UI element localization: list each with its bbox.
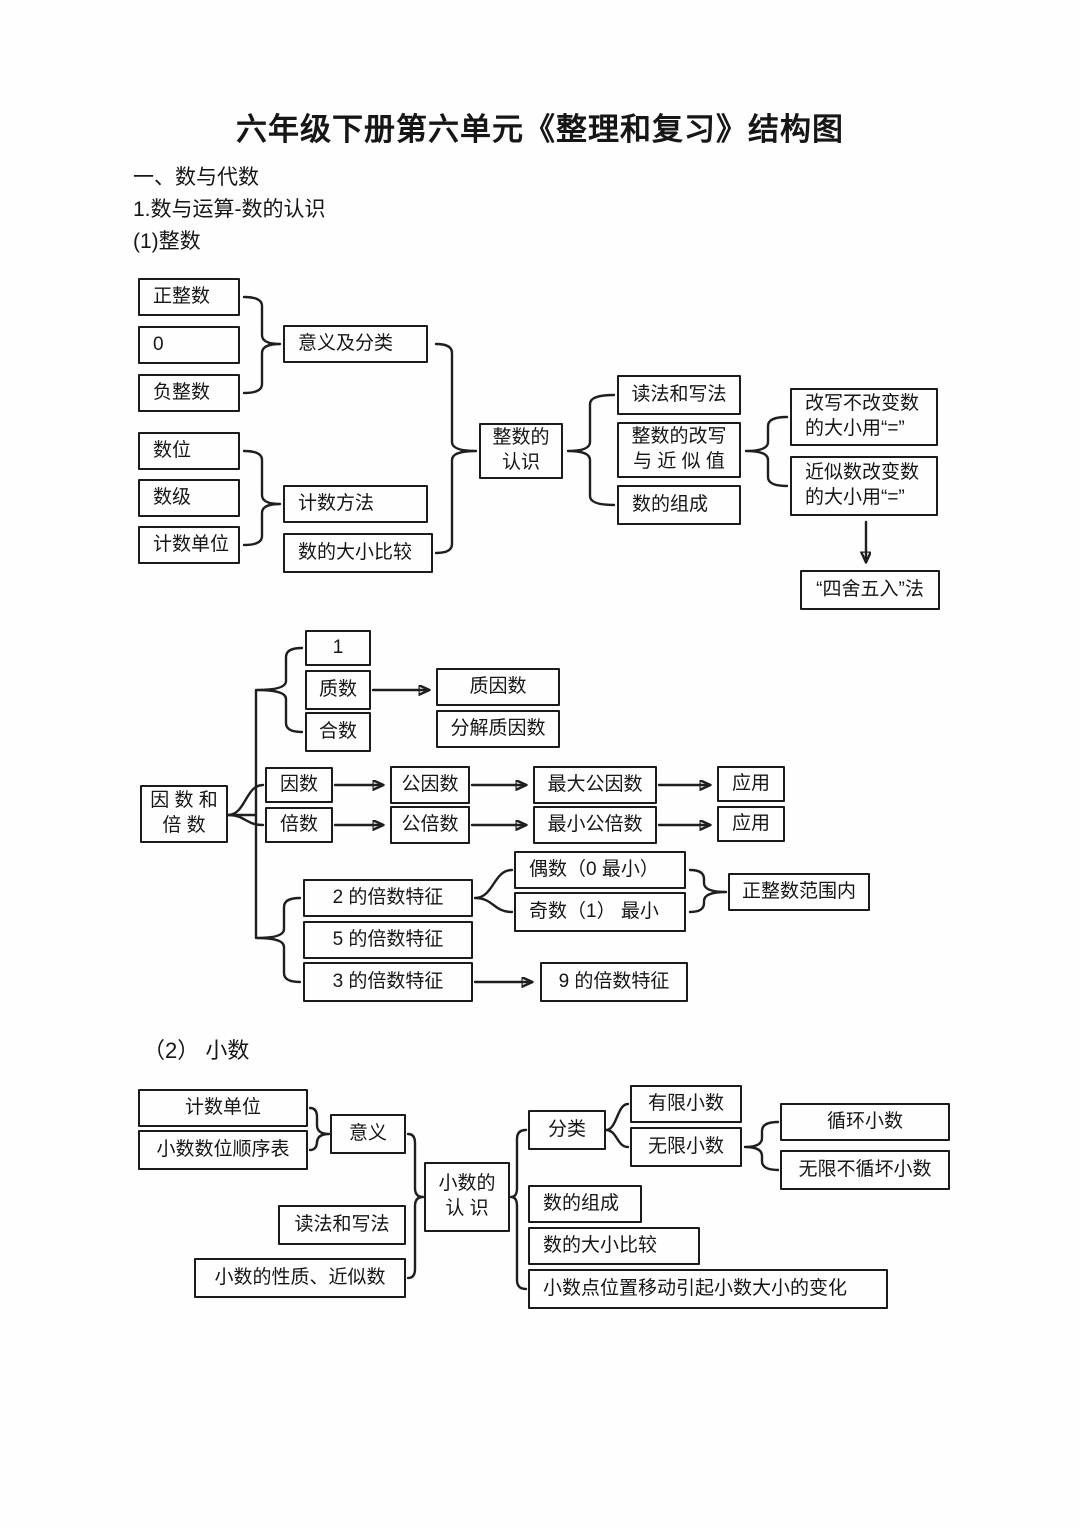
node-decimal-property: 小数的性质、近似数 bbox=[194, 1258, 406, 1298]
node-composite: 合数 bbox=[305, 712, 371, 752]
node-decimal-meaning: 意义 bbox=[330, 1114, 406, 1154]
node-positive-integer: 正整数 bbox=[138, 278, 240, 316]
node-apply-lcm: 应用 bbox=[717, 806, 785, 842]
node-counting-unit: 计数单位 bbox=[138, 526, 240, 564]
heading-number-operations: 1.数与运算-数的认识 bbox=[133, 198, 326, 221]
node-common-factor: 公因数 bbox=[390, 766, 470, 804]
node-number-size-compare: 数的大小比较 bbox=[283, 533, 433, 573]
node-feature-of-2: 2 的倍数特征 bbox=[303, 879, 473, 917]
node-prime: 质数 bbox=[305, 670, 371, 710]
node-counting-method: 计数方法 bbox=[283, 485, 428, 523]
node-digit-position: 数位 bbox=[138, 432, 240, 470]
node-negative-integer: 负整数 bbox=[138, 374, 240, 412]
node-integer-recognition: 整数的 认识 bbox=[479, 423, 563, 479]
brace-one-prime-composite bbox=[255, 646, 304, 734]
node-positive-range: 正整数范围内 bbox=[728, 873, 870, 911]
node-non-repeating-decimal: 无限不循坏小数 bbox=[780, 1150, 950, 1190]
brace-rewrite-approx-out bbox=[744, 415, 789, 488]
node-factor: 因数 bbox=[265, 767, 333, 803]
node-decimal-recognition: 小数的 认 识 bbox=[424, 1162, 510, 1232]
node-classification: 分类 bbox=[528, 1110, 606, 1150]
brace-decimal-recognition-out bbox=[509, 1128, 528, 1291]
node-infinite-decimal: 无限小数 bbox=[630, 1127, 742, 1167]
node-reading-writing: 读法和写法 bbox=[617, 375, 741, 415]
page-title: 六年级下册第六单元《整理和复习》结构图 bbox=[236, 112, 844, 147]
node-multiple: 倍数 bbox=[265, 807, 333, 843]
node-meaning-classification: 意义及分类 bbox=[283, 325, 428, 363]
node-common-multiple: 公倍数 bbox=[390, 806, 470, 844]
node-repeating-decimal: 循环小数 bbox=[780, 1103, 950, 1141]
node-even: 偶数（0 最小） bbox=[514, 851, 686, 889]
node-factor-and-multiple: 因 数 和 倍 数 bbox=[140, 785, 228, 843]
node-decimal-counting-unit: 计数单位 bbox=[138, 1089, 308, 1127]
node-rewrite-equal: 改写不改变数 的大小用“=” bbox=[790, 388, 938, 446]
brace-integer-recognition-out bbox=[566, 393, 616, 507]
node-rounding-method: “四舍五入”法 bbox=[800, 570, 940, 610]
brace-to-decimal-meaning bbox=[308, 1106, 331, 1152]
node-decimal-order-table: 小数数位顺序表 bbox=[138, 1130, 308, 1170]
brace-to-decimal-recognition bbox=[406, 1132, 425, 1280]
node-zero: 0 bbox=[138, 326, 240, 364]
node-decimal-point-move: 小数点位置移动引起小数大小的变化 bbox=[528, 1269, 888, 1309]
node-decimal-reading-writing: 读法和写法 bbox=[278, 1205, 406, 1245]
heading-integers: (1)整数 bbox=[133, 230, 201, 253]
fork-even-odd bbox=[473, 868, 514, 914]
brace-to-positive-range bbox=[688, 868, 728, 914]
node-rewrite-approx: 整数的改写 与 近 似 值 bbox=[617, 422, 741, 478]
heading-decimals: （2） 小数 bbox=[143, 1038, 250, 1063]
brace-multiple-features bbox=[255, 896, 302, 984]
brace-to-meaning-classification bbox=[242, 295, 282, 395]
brace-infinite-decimal-out bbox=[743, 1120, 780, 1172]
node-digit-level: 数级 bbox=[138, 479, 240, 517]
node-decimal-composition: 数的组成 bbox=[528, 1185, 642, 1223]
node-least-common-multiple: 最小公倍数 bbox=[533, 806, 657, 844]
brace-to-integer-recognition bbox=[434, 342, 478, 555]
node-apply-gcf: 应用 bbox=[717, 766, 785, 802]
node-feature-of-5: 5 的倍数特征 bbox=[303, 921, 473, 959]
brace-to-counting-method bbox=[242, 449, 282, 547]
node-prime-factorization: 分解质因数 bbox=[436, 710, 560, 748]
node-feature-of-9: 9 的倍数特征 bbox=[540, 962, 688, 1002]
node-prime-factor: 质因数 bbox=[436, 668, 560, 706]
node-greatest-common-factor: 最大公因数 bbox=[533, 766, 657, 804]
node-feature-of-3: 3 的倍数特征 bbox=[303, 962, 473, 1002]
fork-factor-multiple bbox=[226, 783, 265, 827]
node-approx-equal: 近似数改变数 的大小用“=” bbox=[790, 456, 938, 516]
node-one: 1 bbox=[305, 630, 371, 666]
heading-number-and-algebra: 一、数与代数 bbox=[133, 166, 259, 189]
node-number-composition: 数的组成 bbox=[617, 485, 741, 525]
node-odd: 奇数（1） 最小 bbox=[514, 892, 686, 932]
node-decimal-size-compare: 数的大小比较 bbox=[528, 1227, 700, 1265]
fork-classification bbox=[604, 1102, 630, 1149]
node-finite-decimal: 有限小数 bbox=[630, 1085, 742, 1123]
